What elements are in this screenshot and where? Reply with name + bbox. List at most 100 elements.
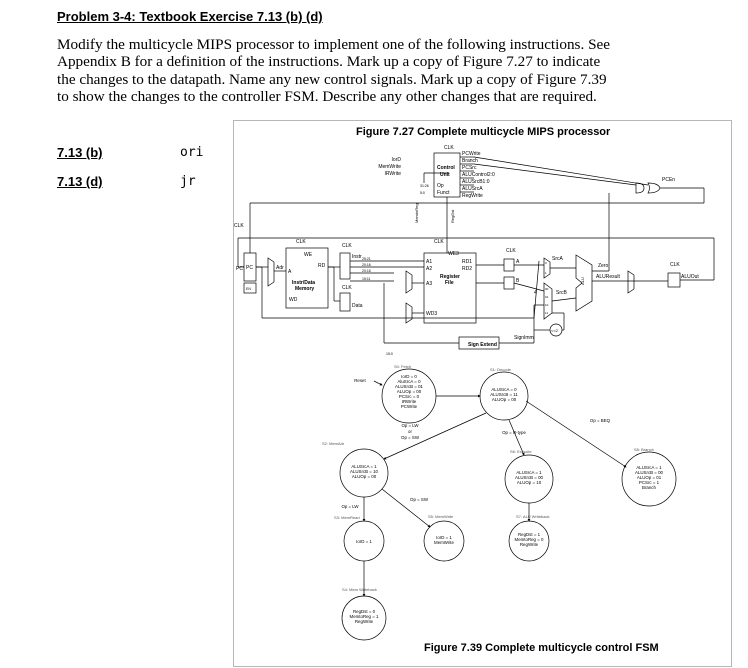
s5-name: S5: MemWrite (428, 514, 454, 519)
mem-a-label: A (288, 269, 292, 275)
datapath-caption: Figure 7.27 Complete multicycle MIPS pro… (356, 126, 611, 138)
reg-a-label: A (516, 259, 520, 265)
regdst-label: RegDst (450, 209, 455, 223)
s1-action: ALUSrcA = 0 (491, 387, 517, 392)
s7-action: RegDst = 1 (518, 532, 541, 537)
description-line: the changes to the datapath. Name any ne… (57, 70, 607, 88)
zero-label: Zero (598, 263, 609, 269)
mux-label: 01 (545, 295, 549, 299)
state-s5 (423, 520, 465, 562)
rd2-label: RD2 (462, 266, 472, 272)
clk-label: CLK (342, 243, 352, 249)
pc-label: PC (246, 265, 253, 271)
s7-action: RegWrite (520, 542, 539, 547)
iord-label: IorD (392, 157, 402, 163)
fsm-diagram: S0: Fetch S1: Decode S2: MemAdr S3: MemR… (322, 364, 677, 641)
rf-title2: File (445, 280, 454, 286)
transition-sw: Op = SW (410, 497, 429, 502)
mux-label: 0 (545, 261, 547, 265)
s0-action: PCSrc = 0 (399, 394, 420, 399)
s6-name: S6: Execute (510, 449, 532, 454)
s0-action: IorD = 0 (401, 374, 417, 379)
s0-action: PCWrite (401, 404, 418, 409)
rf-we3-label: WE3 (448, 251, 459, 257)
alucontrol-label: ALUControl2:0 (462, 172, 495, 178)
fsm-caption: Figure 7.39 Complete multicycle control … (424, 642, 659, 654)
transition-beq: Op = BEQ (590, 418, 611, 423)
mux-label: 11 (545, 311, 548, 315)
mem-rd-label: RD (318, 263, 326, 269)
s1-action: ALUSrcB = 11 (490, 392, 518, 397)
s8-action: ALUSrcA = 1 (636, 465, 662, 470)
s3-action: IorD = 1 (356, 539, 372, 544)
s5-action: MemWrite (434, 540, 454, 545)
exercise-instruction-ori: ori (180, 145, 204, 160)
signimm-label: SignImm (514, 335, 534, 341)
reset-label: Reset (354, 378, 366, 383)
mem-wd-label: WD (289, 297, 298, 303)
s7-action: MemtoReg = 0 (515, 537, 544, 542)
s8-name: S8: Branch (634, 447, 654, 452)
s3-name: S3: MemRead (334, 515, 360, 520)
rd1-label: RD1 (462, 259, 472, 265)
s1-action: ALUOp = 00 (492, 397, 517, 402)
s8-action: ALUSrcB = 00 (635, 470, 664, 475)
s0-name: S0: Fetch (394, 364, 411, 369)
s7-name: S7: ALU Writeback (516, 514, 550, 519)
clk-label: CLK (444, 145, 454, 151)
s8-action: Branch (642, 485, 656, 490)
pcsrc-label: PCSrc (462, 165, 477, 171)
s0-action: ALUOp = 00 (397, 389, 422, 394)
description-line: to show the changes to the controller FS… (57, 88, 597, 106)
op-bits: 31:26 (420, 184, 429, 188)
exercise-label-d: 7.13 (d) (57, 174, 103, 189)
s2-action: ALUOp = 00 (352, 474, 377, 479)
s4-name: S4: Mem Writeback (342, 587, 377, 592)
exercise-instruction-jr: jr (180, 174, 196, 189)
transition-lw-or-sw: Op = SW (401, 435, 420, 440)
bits-15-0: 15:0 (386, 352, 393, 356)
s5-action: IorD = 1 (436, 535, 452, 540)
bits-15-11: 15:11 (362, 277, 371, 281)
sign-extend-label: Sign Extend (468, 342, 497, 348)
mem-title2: Memory (295, 286, 314, 292)
pc-prime-label: PC' (236, 266, 244, 272)
alu-label: ALU (580, 277, 585, 285)
bits-20-16: 20:16 (362, 269, 371, 273)
memtoreg-label: MemtoReg (414, 203, 419, 223)
problem-description: Modify the multicycle MIPS processor to … (57, 36, 717, 106)
wd3-label: WD3 (426, 311, 437, 317)
datapath-diagram: CLK Control Unit Op Funct 31:26 5:0 IorD… (234, 145, 715, 356)
mux-label: 10 (545, 303, 549, 307)
instr-label: Instr (352, 254, 362, 260)
s2-action: ALUSrcB = 10 (350, 469, 379, 474)
s0-action: AluSrcA = 0 (397, 379, 421, 384)
s0-action: ALUSrcB = 01 (395, 384, 424, 389)
irwrite-label: IRWrite (385, 171, 402, 177)
reg-b-label: B (516, 278, 520, 284)
funct-label: Funct (437, 190, 450, 196)
s2-name: S2: MemAdr (322, 441, 345, 446)
state-s8 (621, 451, 677, 507)
funct-bits: 5:0 (420, 191, 425, 195)
branch-label: Branch (462, 158, 478, 164)
clk-label: CLK (434, 239, 444, 245)
clk-label: CLK (342, 285, 352, 291)
alusrca-label: ALUSrcA (462, 186, 483, 192)
a3-label: A3 (426, 281, 432, 287)
aluresult-label: ALUResult (596, 274, 621, 280)
s4-action: RegDst = 0 (353, 609, 376, 614)
bits-25-21: 25:21 (362, 257, 371, 261)
clk-label: CLK (670, 262, 680, 268)
s6-action: ALUOp = 10 (517, 480, 542, 485)
rf-title: Register (440, 274, 460, 280)
four-label: 4 (534, 290, 537, 296)
description-line: Modify the multicycle MIPS processor to … (57, 36, 610, 53)
clk-label: CLK (234, 223, 244, 229)
control-unit-label: Unit (440, 172, 450, 178)
op-label: Op (437, 183, 444, 189)
en-label: EN (246, 287, 251, 291)
a2-label: A2 (426, 266, 432, 272)
problem-title: Problem 3-4: Textbook Exercise 7.13 (b) … (57, 9, 323, 24)
alusrcb-label: ALUSrcB1:0 (462, 179, 490, 185)
